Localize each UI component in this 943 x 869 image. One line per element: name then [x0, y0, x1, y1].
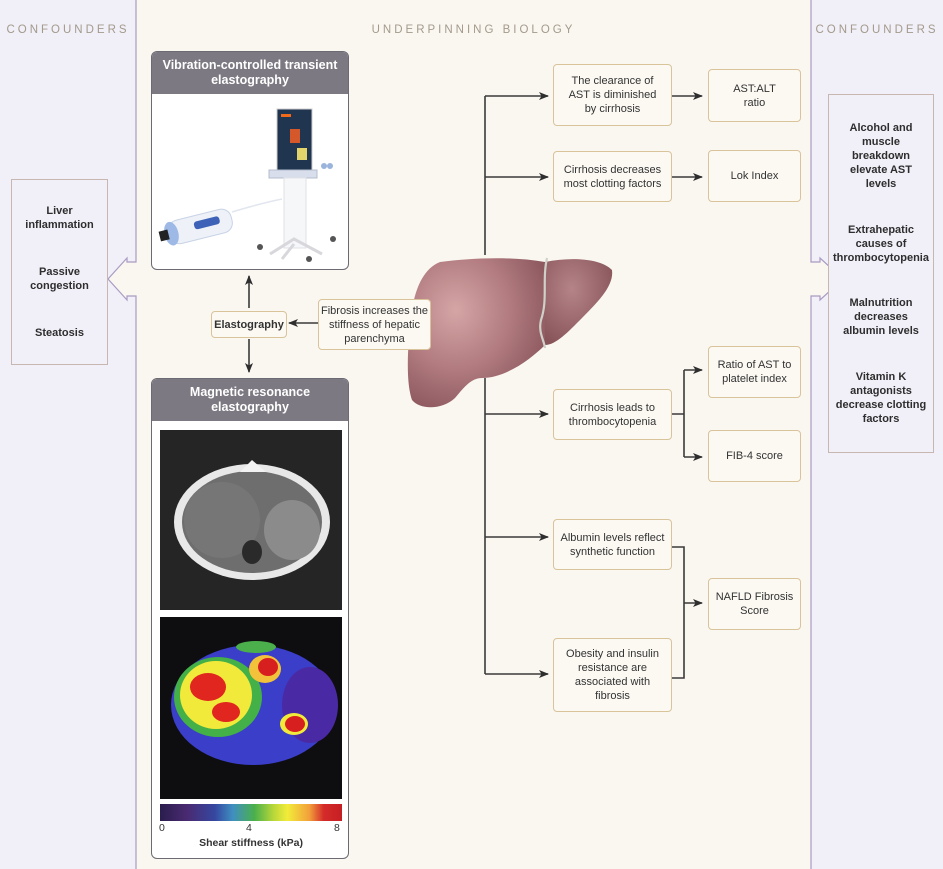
confounder-vitamin-k: Vitamin K antagonists decrease clotting … [835, 371, 927, 426]
nafld-score-text: NAFLD Fibrosis Score [715, 591, 794, 617]
thrombocytopenia-box: Cirrhosis leads to thrombocytopenia [553, 389, 672, 440]
mre-title: Magnetic resonance elastography [152, 379, 348, 421]
lok-index-box: Lok Index [708, 150, 801, 202]
mri-anatomic-image [160, 430, 342, 610]
apri-text: Ratio of AST to platelet index [717, 359, 792, 385]
clotting-factors-box: Cirrhosis decreases most clotting factor… [553, 151, 672, 202]
colorbar-tick-4: 4 [246, 822, 252, 834]
thrombocytopenia-text: Cirrhosis leads to thrombocytopenia [568, 401, 657, 428]
mre-card: Magnetic resonance elastography [151, 378, 349, 859]
mre-stiffness-map [160, 617, 342, 799]
heading-left-confounders: CONFOUNDERS [6, 24, 130, 36]
confounder-steatosis: Steatosis [35, 326, 84, 339]
ast-alt-ratio-box: AST:ALT ratio [708, 69, 801, 122]
ast-alt-ratio-text: AST:ALT ratio [733, 82, 776, 109]
fib4-text: FIB-4 score [726, 450, 783, 462]
right-confounders-box: Alcohol and muscle breakdown elevate AST… [828, 94, 934, 453]
colorbar-tick-0: 0 [159, 822, 165, 834]
ast-clearance-text: The clearance of AST is diminished by ci… [568, 75, 657, 115]
albumin-text: Albumin levels reflect synthetic functio… [560, 531, 665, 558]
confounder-alcohol-muscle: Alcohol and muscle breakdown elevate AST… [849, 121, 913, 190]
confounder-passive-congestion: Passive congestion [30, 265, 89, 292]
fib4-box: FIB-4 score [708, 430, 801, 482]
elastography-label: Elastography [214, 318, 284, 331]
nafld-score-box: NAFLD Fibrosis Score [708, 578, 801, 630]
vcte-title: Vibration-controlled transient elastogra… [152, 52, 348, 94]
shear-stiffness-colorbar [160, 804, 342, 821]
colorbar-tick-8: 8 [334, 822, 340, 834]
left-confounders-panel [0, 0, 136, 869]
elastography-box: Elastography [211, 311, 287, 338]
left-confounders-box: Liver inflammation Passive congestion St… [11, 179, 108, 365]
vcte-card: Vibration-controlled transient elastogra… [151, 51, 349, 270]
clotting-factors-text: Cirrhosis decreases most clotting factor… [563, 163, 662, 190]
ast-clearance-box: The clearance of AST is diminished by ci… [553, 64, 672, 126]
fibrosis-stiffness-text: Fibrosis increases the stiffness of hepa… [321, 304, 428, 345]
apri-box: Ratio of AST to platelet index [708, 346, 801, 398]
obesity-insulin-box: Obesity and insulin resistance are assoc… [553, 638, 672, 712]
confounder-malnutrition: Malnutrition decreases albumin levels [843, 297, 919, 338]
confounder-liver-inflammation: Liver inflammation [25, 205, 94, 232]
heading-underpinning-biology: UNDERPINNING BIOLOGY [371, 24, 576, 36]
fibrosis-stiffness-box: Fibrosis increases the stiffness of hepa… [318, 299, 431, 350]
heading-right-confounders: CONFOUNDERS [815, 24, 939, 36]
albumin-box: Albumin levels reflect synthetic functio… [553, 519, 672, 570]
colorbar-label: Shear stiffness (kPa) [199, 837, 303, 849]
fibroscan-device-image [158, 108, 336, 262]
confounder-extrahepatic-thrombocytopenia: Extrahepatic causes of thrombocytopenia [833, 223, 929, 264]
obesity-insulin-text: Obesity and insulin resistance are assoc… [566, 648, 659, 702]
lok-index-text: Lok Index [730, 170, 779, 182]
